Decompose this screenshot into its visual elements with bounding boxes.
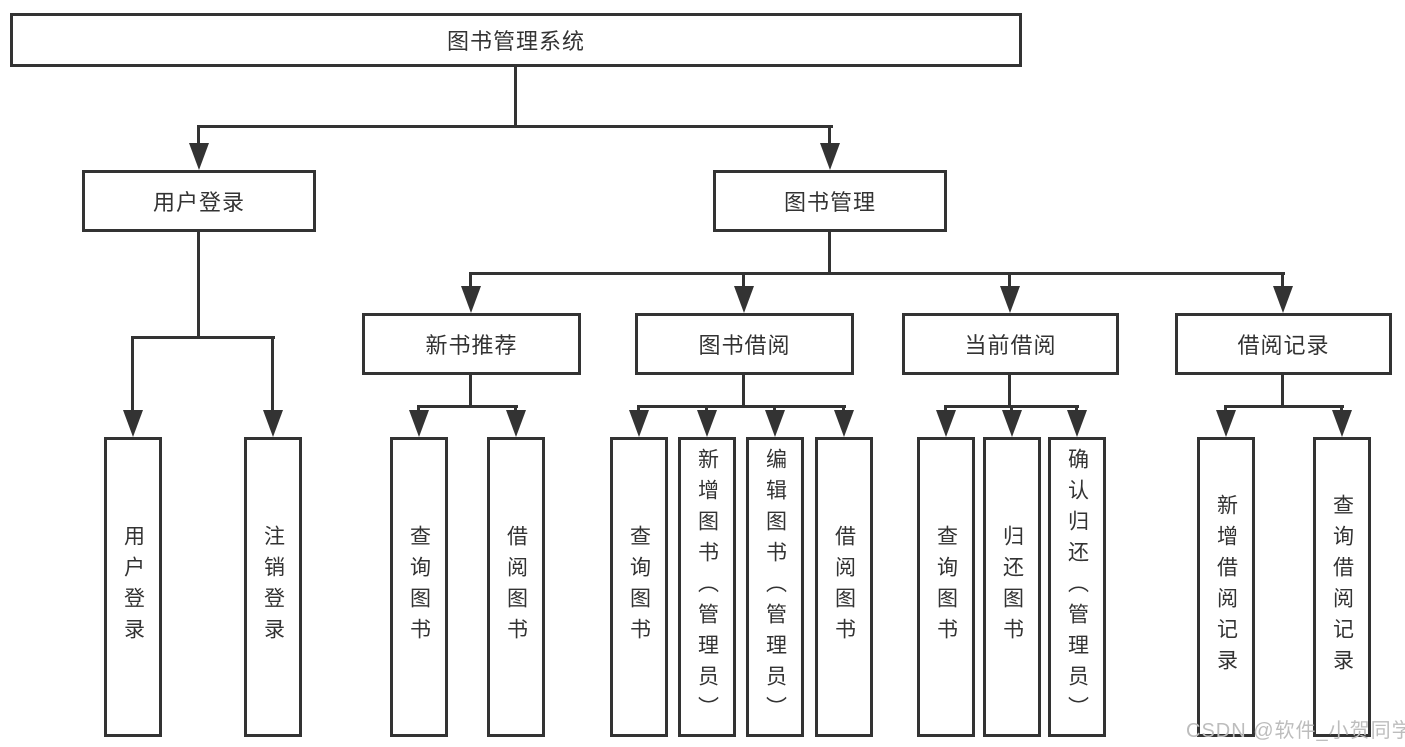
connector-vline [828, 125, 831, 147]
arrow-down-icon [506, 410, 526, 437]
connector-vline [1008, 272, 1011, 289]
leaf-borrow-books-2: 借阅图书 [815, 437, 873, 737]
leaf-label: 新增图书（管理员） [695, 447, 719, 727]
connector-hline [1224, 405, 1344, 408]
connector-vline [637, 405, 640, 413]
leaf-query-borrow-record: 查询借阅记录 [1313, 437, 1371, 737]
leaf-label: 查询图书 [627, 525, 651, 649]
leaf-add-books-admin: 新增图书（管理员） [678, 437, 736, 737]
connector-vline [1008, 375, 1011, 408]
connector-vline [1224, 405, 1227, 413]
node-label: 当前借阅 [964, 333, 1057, 358]
arrow-down-icon [1216, 410, 1236, 437]
node-label: 图书管理系统 [446, 29, 585, 54]
arrow-down-icon [189, 143, 209, 170]
leaf-label: 查询图书 [934, 525, 958, 649]
leaf-label: 编辑图书（管理员） [763, 447, 787, 727]
node-label: 图书管理 [783, 190, 876, 215]
connector-hline [637, 405, 846, 408]
arrow-down-icon [765, 410, 785, 437]
node-label: 借阅记录 [1237, 333, 1330, 358]
leaf-label: 归还图书 [1000, 525, 1024, 649]
arrow-down-icon [936, 410, 956, 437]
connector-vline [469, 375, 472, 408]
leaf-label: 注销登录 [261, 525, 285, 649]
node-label: 图书借阅 [698, 333, 791, 358]
connector-hline [944, 405, 1079, 408]
arrow-down-icon [1332, 410, 1352, 437]
leaf-label: 借阅图书 [832, 525, 856, 649]
leaf-query-books: 查询图书 [390, 437, 448, 737]
connector-hline [197, 125, 833, 128]
connector-hline [417, 405, 518, 408]
connector-vline [271, 336, 274, 413]
connector-hline [131, 336, 275, 339]
connector-vline [828, 232, 831, 275]
connector-vline [514, 405, 517, 413]
connector-vline [742, 375, 745, 408]
leaf-edit-books-admin: 编辑图书（管理员） [746, 437, 804, 737]
connector-vline [773, 405, 776, 413]
node-label: 用户登录 [152, 190, 245, 215]
leaf-user-login: 用户登录 [104, 437, 162, 737]
leaf-label: 查询借阅记录 [1330, 494, 1354, 680]
leaf-label: 确认归还（管理员） [1065, 447, 1089, 727]
leaf-return-books: 归还图书 [983, 437, 1041, 737]
connector-vline [1340, 405, 1343, 413]
arrow-down-icon [263, 410, 283, 437]
connector-vline [705, 405, 708, 413]
connector-vline [131, 336, 134, 413]
arrow-down-icon [697, 410, 717, 437]
connector-vline [1281, 375, 1284, 408]
node-library-management-system: 图书管理系统 [10, 13, 1022, 67]
arrow-down-icon [1273, 286, 1293, 313]
connector-hline [469, 272, 1285, 275]
arrow-down-icon [461, 286, 481, 313]
arrow-down-icon [1067, 410, 1087, 437]
leaf-add-borrow-record: 新增借阅记录 [1197, 437, 1255, 737]
leaf-confirm-return-admin: 确认归还（管理员） [1048, 437, 1106, 737]
arrow-down-icon [734, 286, 754, 313]
arrow-down-icon [1000, 286, 1020, 313]
connector-vline [197, 232, 200, 339]
leaf-label: 新增借阅记录 [1214, 494, 1238, 680]
node-user-login-branch: 用户登录 [82, 170, 316, 232]
arrow-down-icon [1002, 410, 1022, 437]
arrow-down-icon [820, 143, 840, 170]
csdn-watermark: CSDN @软件_小贺同学 [1186, 720, 1405, 742]
arrow-down-icon [409, 410, 429, 437]
leaf-query-books-3: 查询图书 [917, 437, 975, 737]
leaf-query-books-2: 查询图书 [610, 437, 668, 737]
connector-vline [1281, 272, 1284, 289]
arrow-down-icon [834, 410, 854, 437]
arrow-down-icon [629, 410, 649, 437]
leaf-logout: 注销登录 [244, 437, 302, 737]
leaf-label: 用户登录 [121, 525, 145, 649]
node-book-management-branch: 图书管理 [713, 170, 947, 232]
arrow-down-icon [123, 410, 143, 437]
connector-vline [1075, 405, 1078, 413]
node-book-borrowing: 图书借阅 [635, 313, 854, 375]
node-borrowing-records: 借阅记录 [1175, 313, 1392, 375]
node-label: 新书推荐 [425, 333, 518, 358]
connector-vline [742, 272, 745, 289]
connector-vline [944, 405, 947, 413]
leaf-label: 借阅图书 [504, 525, 528, 649]
connector-vline [197, 125, 200, 147]
connector-vline [1010, 405, 1013, 413]
connector-vline [469, 272, 472, 289]
connector-vline [514, 67, 517, 128]
connector-vline [417, 405, 420, 413]
leaf-label: 查询图书 [407, 525, 431, 649]
connector-vline [842, 405, 845, 413]
node-current-borrowing: 当前借阅 [902, 313, 1119, 375]
leaf-borrow-books: 借阅图书 [487, 437, 545, 737]
node-new-book-recommend: 新书推荐 [362, 313, 581, 375]
